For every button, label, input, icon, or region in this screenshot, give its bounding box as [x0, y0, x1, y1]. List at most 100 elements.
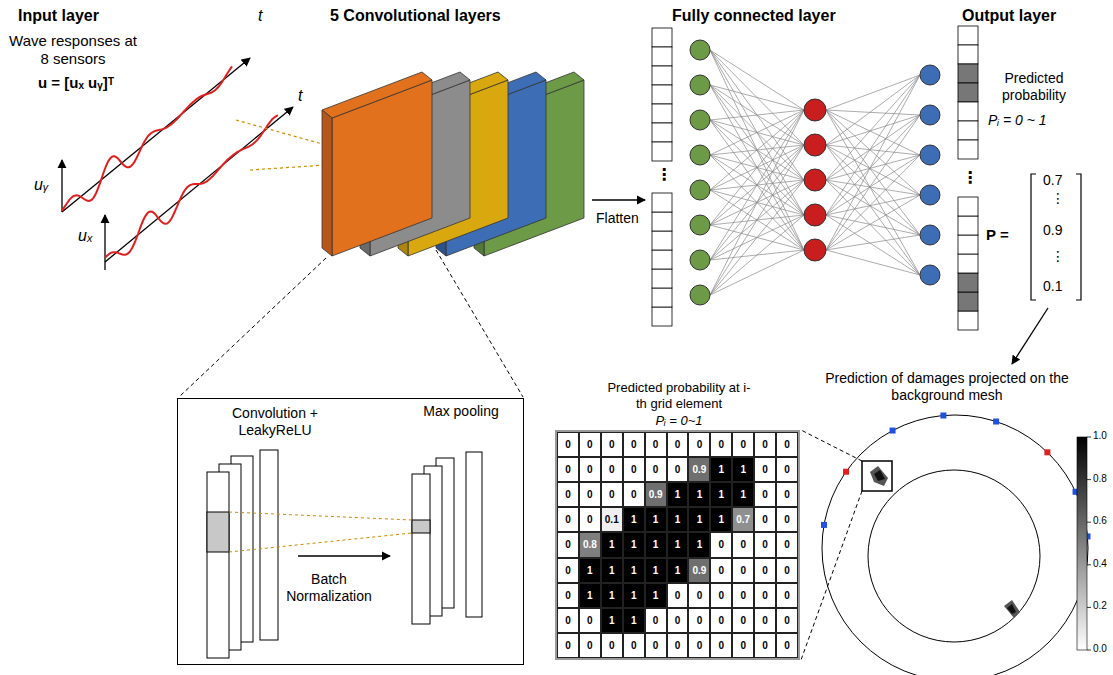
cell-value: 0	[565, 590, 571, 601]
cell-value: 0	[784, 514, 790, 525]
mesh-cell: 0	[579, 432, 601, 457]
conv-layer-edge	[322, 110, 332, 256]
mesh-cell: 0	[623, 432, 645, 457]
cell-value: 0	[565, 439, 571, 450]
label: 0.4	[1093, 558, 1107, 570]
neuron	[690, 145, 710, 165]
fc-link	[826, 110, 920, 155]
mesh-cell: 1	[710, 457, 732, 482]
fc-link	[826, 75, 920, 145]
label: 0.1	[1043, 278, 1062, 295]
sensor	[890, 428, 896, 434]
sensor	[821, 522, 827, 528]
fc-link	[710, 110, 804, 190]
mesh-cell: 1	[710, 507, 732, 532]
vector-cell	[652, 250, 672, 269]
mesh-cell: 0	[710, 558, 732, 583]
cell-value: 0.7	[736, 514, 750, 525]
cell-value: 0	[675, 464, 681, 475]
cell-value: 1	[675, 539, 681, 550]
label: ⋮	[962, 168, 978, 187]
cell-value: 1	[697, 539, 703, 550]
cell-value: 0	[565, 615, 571, 626]
conv-layer-top	[322, 72, 432, 118]
mesh-cell: 0.9	[645, 482, 667, 507]
cell-value: 0	[631, 464, 637, 475]
mesh-cell: 0	[557, 633, 579, 658]
cell-value: 0	[697, 615, 703, 626]
mesh-cell: 1	[601, 532, 623, 557]
fc-link	[710, 180, 804, 295]
fc-link	[826, 195, 920, 215]
vector-cell	[958, 216, 978, 235]
cell-value: 1	[740, 489, 746, 500]
wave-signal	[105, 115, 278, 258]
mesh-cell: 0	[623, 633, 645, 658]
colorbar-tick	[1087, 564, 1091, 565]
cell-value: 1	[675, 565, 681, 576]
colorbar-tick	[1087, 522, 1091, 523]
mesh-cell: 0	[754, 432, 776, 457]
vector-cell	[958, 83, 978, 102]
cell-value: 1	[609, 539, 615, 550]
cell-value: 0	[784, 439, 790, 450]
vector-cell	[958, 273, 978, 292]
mesh-cell: 0	[776, 532, 798, 557]
label: 0.0	[1093, 643, 1107, 655]
neuron	[690, 40, 710, 60]
mesh-cell: 0.7	[732, 507, 754, 532]
cell-value: 1	[697, 514, 703, 525]
sensor	[843, 469, 849, 475]
vector-cell	[652, 193, 672, 212]
mesh-cell: 1	[601, 583, 623, 608]
mesh-cell: 1	[623, 507, 645, 532]
fc-link	[826, 75, 920, 250]
label: ⋮	[656, 165, 672, 184]
cell-value: 0	[784, 640, 790, 651]
cell-value: 1	[675, 489, 681, 500]
cell-value: 0	[675, 590, 681, 601]
mesh-cell: 0	[754, 633, 776, 658]
vector-cell	[652, 269, 672, 288]
mesh-cell: 0	[557, 457, 579, 482]
mesh-cell: 0	[776, 482, 798, 507]
neuron	[804, 134, 826, 156]
vector-cell	[652, 85, 672, 104]
cell-value: 0	[565, 539, 571, 550]
label: 0.6	[1093, 515, 1107, 527]
cell-value: 0	[565, 640, 571, 651]
mesh-cell: 0	[557, 532, 579, 557]
mesh-cell: 0.9	[688, 457, 710, 482]
label: 0.7	[1043, 172, 1062, 189]
cell-value: 0	[653, 615, 659, 626]
mesh-cell: 1	[579, 583, 601, 608]
mesh-cell: 0	[732, 583, 754, 608]
cell-value: 1	[609, 615, 615, 626]
vector-cell	[958, 121, 978, 140]
cell-value: 0	[740, 615, 746, 626]
label: Flatten	[596, 210, 639, 227]
cell-value: 0	[719, 590, 725, 601]
cell-value: 0	[697, 590, 703, 601]
fc-link	[710, 145, 804, 295]
cell-value: 1	[587, 565, 593, 576]
mesh-cell: 0.1	[601, 507, 623, 532]
mesh-cell: 0	[579, 482, 601, 507]
fc-link	[710, 85, 804, 110]
cell-value: 0	[784, 464, 790, 475]
node-text: Convolution + LeakyReLU	[220, 405, 330, 439]
mesh-cell: 1	[667, 532, 689, 557]
cell-value: 1	[719, 464, 725, 475]
mesh-box: Predicted probability at i-th grid eleme…	[555, 430, 800, 660]
label: t	[258, 6, 262, 25]
fc-link	[826, 155, 920, 250]
cell-value: 0	[719, 439, 725, 450]
mesh-cell: 1	[623, 583, 645, 608]
mesh-cell: 0.8	[579, 532, 601, 557]
fc-link	[710, 85, 804, 215]
cell-value: 0	[631, 489, 637, 500]
fc-link	[826, 235, 920, 250]
cell-value: 0	[587, 439, 593, 450]
mesh-cell: 0	[645, 432, 667, 457]
mesh-cell: 1	[645, 558, 667, 583]
